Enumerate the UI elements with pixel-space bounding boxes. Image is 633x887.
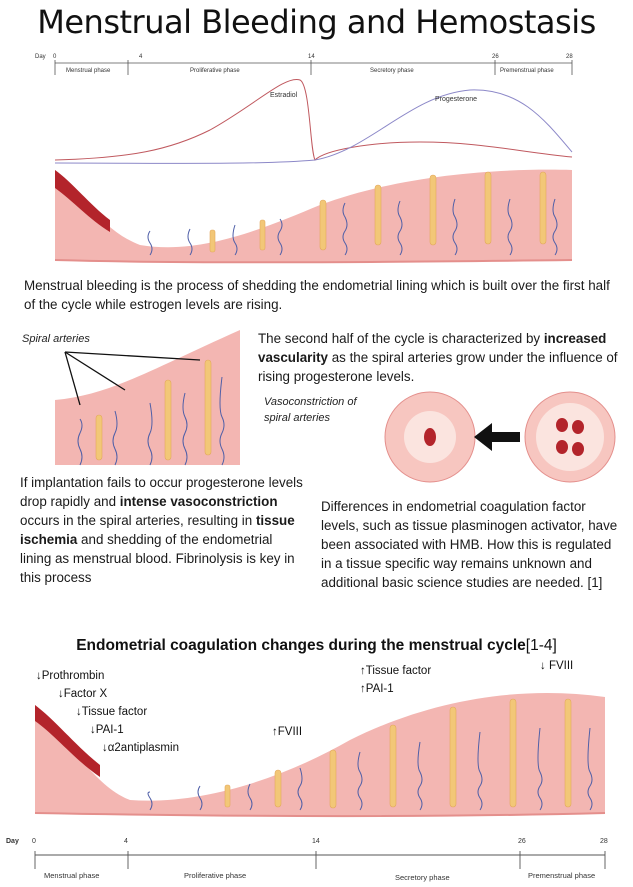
- bottom-day-14: 14: [312, 838, 320, 845]
- bottom-day-label: Day: [6, 838, 19, 845]
- label-pai1-down: ↓PAI-1: [90, 724, 124, 736]
- top-day-label: Day: [35, 54, 46, 60]
- paragraph-vascularity: The second half of the cycle is characte…: [258, 331, 618, 384]
- bottom-timeline-lines: [34, 851, 606, 869]
- label-fviii-down: ↓ FVIII: [540, 660, 574, 672]
- paragraph-coagulation-differences: Differences in endometrial coagulation f…: [321, 499, 618, 590]
- top-phase-proliferative: Proliferative phase: [190, 68, 240, 74]
- progesterone-curve: [54, 89, 573, 164]
- top-endometrium-illustration: [54, 169, 573, 264]
- estradiol-curve: [54, 78, 573, 161]
- top-phase-secretory: Secretory phase: [370, 68, 414, 74]
- bottom-day-26: 26: [518, 838, 526, 845]
- bottom-day-28: 28: [600, 838, 608, 845]
- top-day-0: 0: [53, 54, 57, 60]
- label-factor-x: ↓Factor X: [58, 688, 108, 700]
- paragraph-menstrual-bleeding: Menstrual bleeding is the process of she…: [24, 278, 610, 312]
- label-tissue-factor-down: ↓Tissue factor: [76, 706, 148, 718]
- top-phase-premenstrual: Premenstrual phase: [500, 68, 554, 74]
- spiral-arteries-illustration: [55, 330, 240, 466]
- section-title: Endometrial coagulation changes during t…: [76, 637, 557, 654]
- label-pai1-up: ↑PAI-1: [360, 683, 394, 695]
- top-timeline-lines: [54, 60, 573, 75]
- top-day-4: 4: [139, 54, 143, 60]
- label-a2antiplasmin: ↓α2antiplasmin: [102, 742, 179, 754]
- label-prothrombin: ↓Prothrombin: [36, 670, 105, 682]
- bottom-phase-premenstrual: Premenstrual phase: [528, 871, 596, 880]
- arrow-icon: [474, 423, 520, 451]
- bottom-endometrium-illustration: [34, 692, 606, 817]
- label-fviii-up: ↑FVIII: [272, 726, 303, 738]
- top-day-28: 28: [566, 54, 573, 60]
- bottom-day-4: 4: [124, 838, 128, 845]
- estradiol-label: Estradiol: [270, 92, 298, 99]
- top-phase-menstrual: Menstrual phase: [66, 68, 111, 74]
- hormone-curves: [54, 78, 573, 164]
- top-day-26: 26: [492, 54, 499, 60]
- vasoconstriction-diagram: [384, 391, 616, 483]
- spiral-arteries-label: Spiral arteries: [22, 333, 90, 345]
- page-title: Menstrual Bleeding and Hemostasis: [37, 3, 596, 41]
- top-day-14: 14: [308, 54, 315, 60]
- label-tissue-factor-up: ↑Tissue factor: [360, 665, 432, 677]
- bottom-phase-menstrual: Menstrual phase: [44, 871, 100, 880]
- bottom-phase-secretory: Secretory phase: [395, 873, 450, 882]
- bottom-day-0: 0: [32, 838, 36, 845]
- progesterone-label: Progesterone: [435, 96, 478, 103]
- vasoconstriction-label: Vasoconstriction of spiral arteries: [264, 396, 357, 424]
- bottom-phase-proliferative: Proliferative phase: [184, 871, 247, 880]
- paragraph-vasoconstriction: If implantation fails to occur progester…: [20, 475, 303, 585]
